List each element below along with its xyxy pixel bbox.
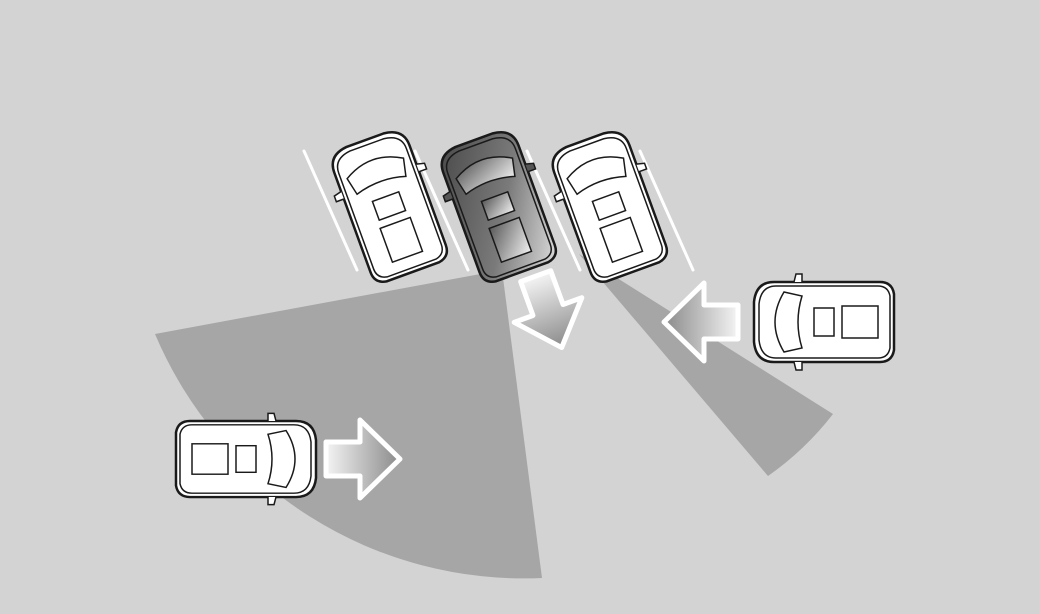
parking-line [302,149,359,272]
left-sensor-zone [155,270,542,579]
arrow-right-icon [323,417,403,501]
parking-line [413,149,470,272]
parked-car-right-icon [538,122,680,290]
parked-car-left-icon [318,122,460,290]
right-sensor-zone [579,254,833,476]
own-vehicle-icon [440,131,558,283]
approaching-car-right-icon [752,272,896,372]
parking-line [638,149,695,272]
parking-line [525,149,582,272]
parking-lines [302,149,695,272]
approaching-car-left-icon [174,412,318,506]
arrow-left-icon [661,280,741,364]
arrow-down-icon [511,268,585,351]
